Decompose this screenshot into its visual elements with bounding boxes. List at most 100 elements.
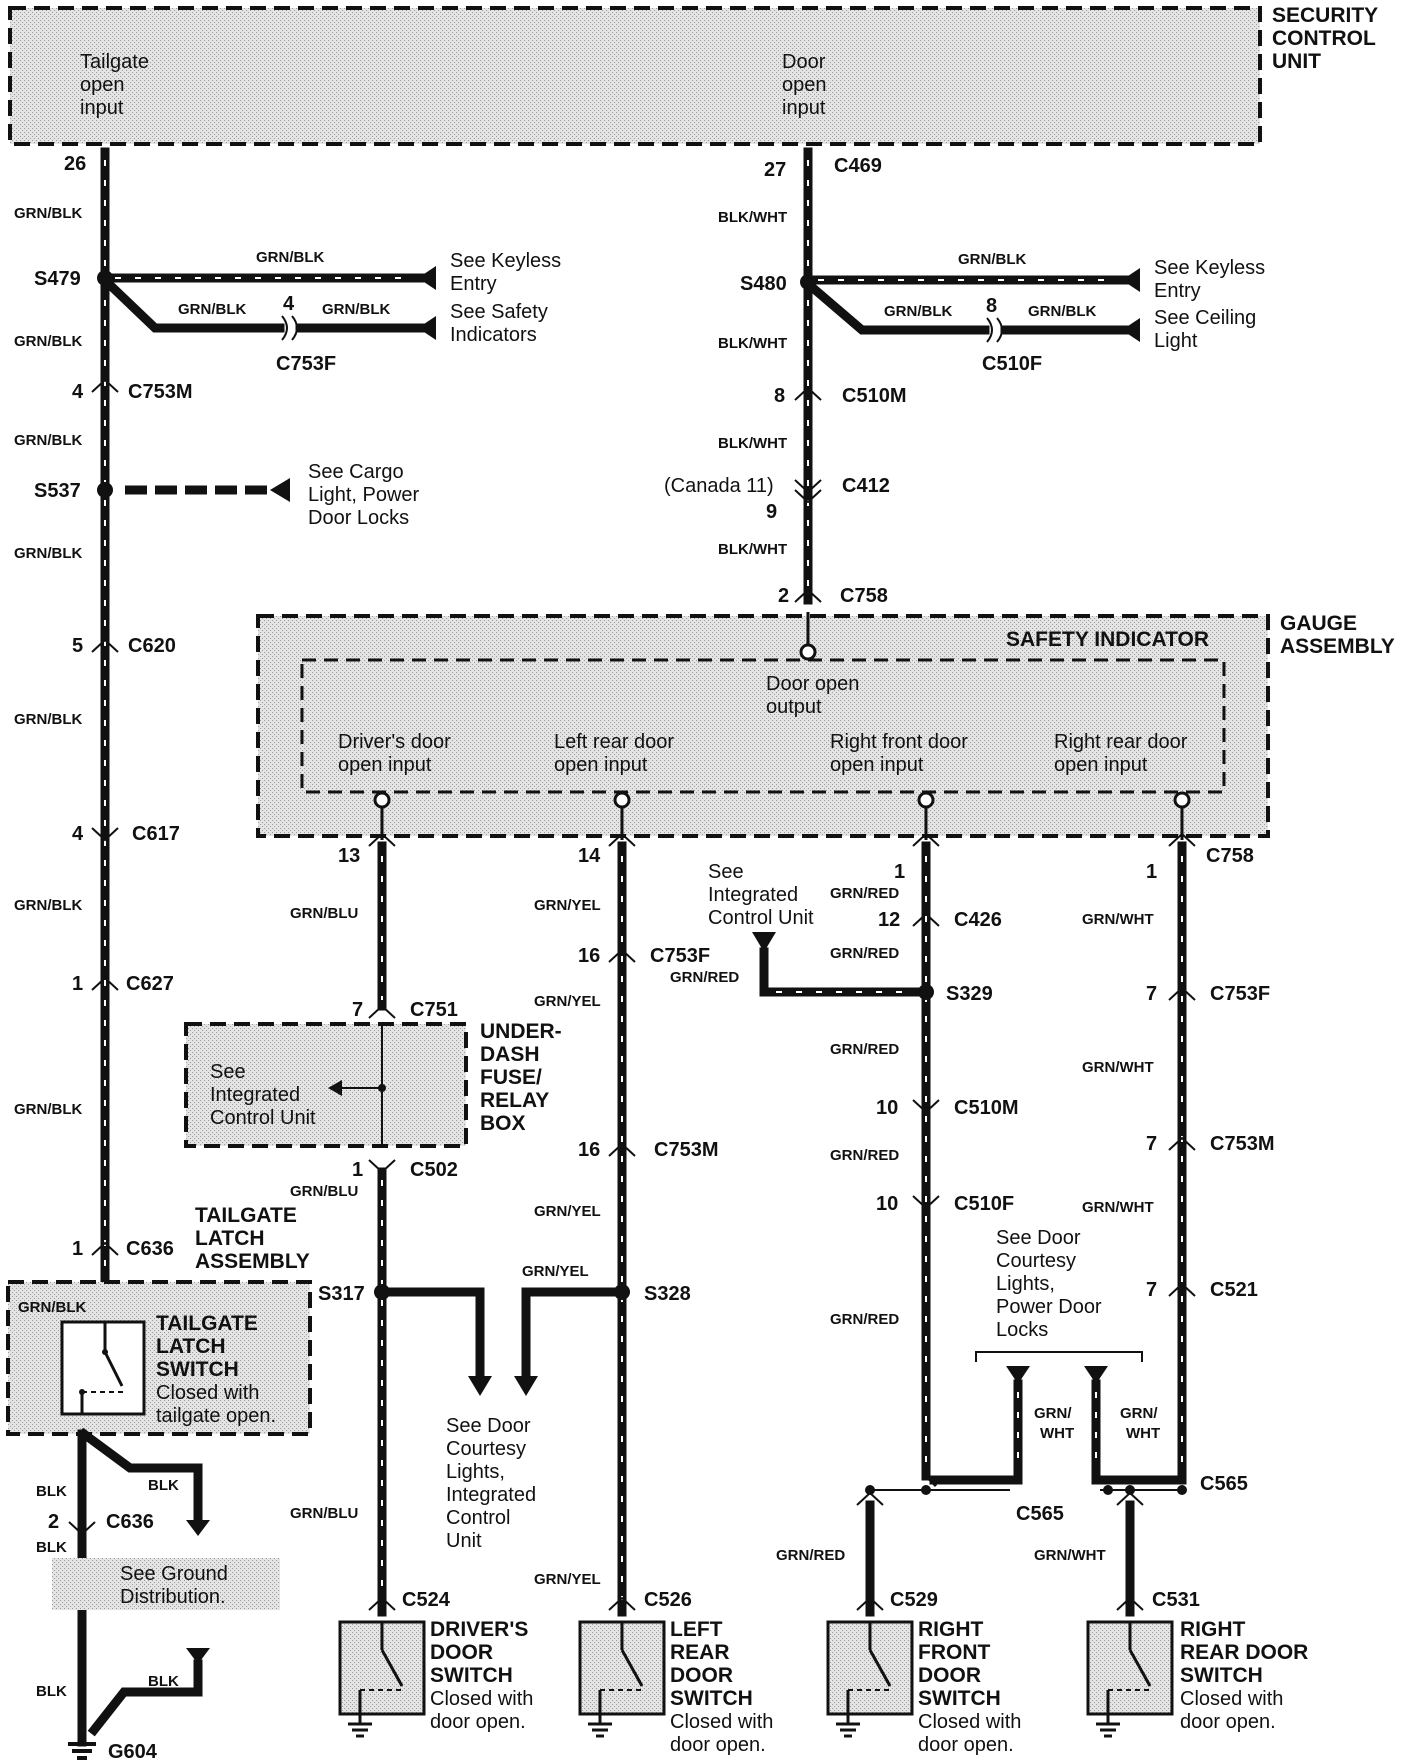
ground-icon [588,1722,612,1738]
arrow-keyless-entry [418,266,436,290]
ground-icon [68,1742,96,1760]
c529-label: C529 [890,1589,938,1611]
door-open-input-1: Door [782,51,826,73]
see-courtesy-pdl-4: Power Door [996,1296,1102,1318]
c510m-rf-pin: 10 [876,1097,898,1119]
g604-second-wire [87,1659,203,1737]
connector-c524 [368,1596,396,1611]
connector-c636-top [91,1241,119,1256]
door-open-output-2: output [766,696,822,718]
g604-label: G604 [108,1741,158,1762]
c636-bottom-label: C636 [106,1511,154,1533]
see-cargo-1: See Cargo [308,461,404,483]
c502-pin: 1 [352,1159,363,1181]
right-front-input-terminal [917,791,935,809]
wire-label-grn-blk-c753f-a: GRN/BLK [178,301,246,318]
wire-label-grn-blk-c753f-b: GRN/BLK [322,301,390,318]
tailgate-switch-title-1: TAILGATE [156,1312,258,1335]
pin-26: 26 [64,153,86,175]
right-rear-switch-title-1: RIGHT [1180,1618,1246,1641]
wire-label-grn-blk-5: GRN/BLK [14,711,82,728]
connector-c412-b [794,489,822,504]
c636-bottom-pin: 2 [48,1511,59,1533]
see-keyless-2: Entry [450,273,497,295]
wire-label-grn-blk-2: GRN/BLK [14,333,82,350]
left-rear-door-input-2: open input [554,754,648,776]
wire-label-grn-blk-k2: GRN/BLK [958,251,1026,268]
courtesy-bracket [975,1351,1143,1362]
see-courtesy-icu-5: Control [446,1507,510,1529]
arrow-rf-icu [752,932,776,952]
c510m-pin: 8 [774,385,785,407]
see-courtesy-pdl-1: See Door [996,1227,1081,1249]
tailgate-switch-desc-1: Closed with [156,1382,259,1404]
c502-label: C502 [410,1159,458,1181]
see-courtesy-icu-1: See Door [446,1415,531,1437]
c617-label: C617 [132,823,180,845]
connector-c412-a [794,479,822,494]
wire-label-blk-wht-2: BLK/WHT [718,335,787,352]
right-front-door-input-2: open input [830,754,924,776]
grn-wht-split-b-1: GRN/ [1120,1405,1158,1422]
gauge-assembly-title-1: GAUGE [1280,612,1357,635]
tailgate-switch-title-3: SWITCH [156,1358,239,1381]
underdash-title-3: FUSE/ [480,1066,542,1089]
drivers-switch-title-3: SWITCH [430,1664,513,1687]
underdash-title-1: UNDER- [480,1020,562,1043]
underdash-title-4: RELAY [480,1089,549,1112]
see-courtesy-icu-4: Integrated [446,1484,536,1506]
door-open-circuit: 27 C469 BLK/WHT S480 GRN/BLK See Keyless… [664,147,1265,607]
right-front-pin-1: 1 [894,861,905,883]
right-rear-switch-title-2: REAR DOOR [1180,1641,1308,1664]
c753m-rr-label: C753M [1210,1133,1274,1155]
see-safety-2: Indicators [450,324,537,346]
c565-rf-label: C565 [1016,1503,1064,1525]
c412-pin-9: 9 [766,501,777,523]
c524-label: C524 [402,1589,451,1611]
c620-pin: 5 [72,635,83,657]
connector-c753m-lr [608,1142,636,1157]
see-cargo-3: Door Locks [308,507,409,529]
c531-label: C531 [1152,1589,1200,1611]
drivers-switch-title-2: DOOR [430,1641,493,1664]
see-cargo-2: Light, Power [308,484,420,506]
wire-label-grn-red-1: GRN/RED [830,885,899,902]
wire-label-grn-blk-6: GRN/BLK [14,897,82,914]
underdash-see-icu-2: Integrated [210,1084,300,1106]
tailgate-assembly-title-2: LATCH [195,1227,265,1250]
connector-c426 [912,912,940,927]
wire-label-grn-yel-2: GRN/YEL [534,993,601,1010]
wire-label-grn-wht-3: GRN/WHT [1082,1199,1154,1216]
s329-label: S329 [946,983,993,1005]
grn-wht-split-a-2: WHT [1040,1425,1074,1442]
wire-label-grn-red-4: GRN/RED [830,1041,899,1058]
c412-label: C412 [842,475,890,497]
see-ground-1: See Ground [120,1563,228,1585]
tailgate-open-input-2: open [80,74,125,96]
left-rear-switch-title-4: SWITCH [670,1687,753,1710]
wire-label-grn-blu-1: GRN/BLU [290,905,358,922]
left-rear-door-circuit: 14 GRN/YEL 16 C753F GRN/YEL 16 C753M GRN… [446,832,773,1756]
wire-label-grn-blu-2: GRN/BLU [290,1183,358,1200]
right-front-switch-desc-2: door open. [918,1734,1014,1756]
c753m-label: C753M [128,381,192,403]
grn-wht-split-b-2: WHT [1126,1425,1160,1442]
left-rear-input-terminal [613,791,631,809]
tailgate-assembly-title-3: ASSEMBLY [195,1250,310,1273]
see-icu-rf-2: Integrated [708,884,798,906]
wire-label-blk-1: BLK [36,1483,67,1500]
connector-c751 [368,1004,396,1019]
splice-s329 [918,984,934,1000]
see-keyless-entry-2-1: See Keyless [1154,257,1265,279]
wire-label-blk-wht-3: BLK/WHT [718,435,787,452]
c758-top-label: C758 [840,585,888,607]
right-rear-door-input-2: open input [1054,754,1148,776]
see-keyless-entry-2-2: Entry [1154,280,1201,302]
s537-label: S537 [34,480,81,502]
wire-label-grn-blk-4: GRN/BLK [14,545,82,562]
connector-c526 [608,1596,636,1611]
connector-c510f-rf [912,1195,940,1210]
drivers-door-input-1: Driver's door [338,731,451,753]
c753f-rr-label: C753F [1210,983,1270,1005]
